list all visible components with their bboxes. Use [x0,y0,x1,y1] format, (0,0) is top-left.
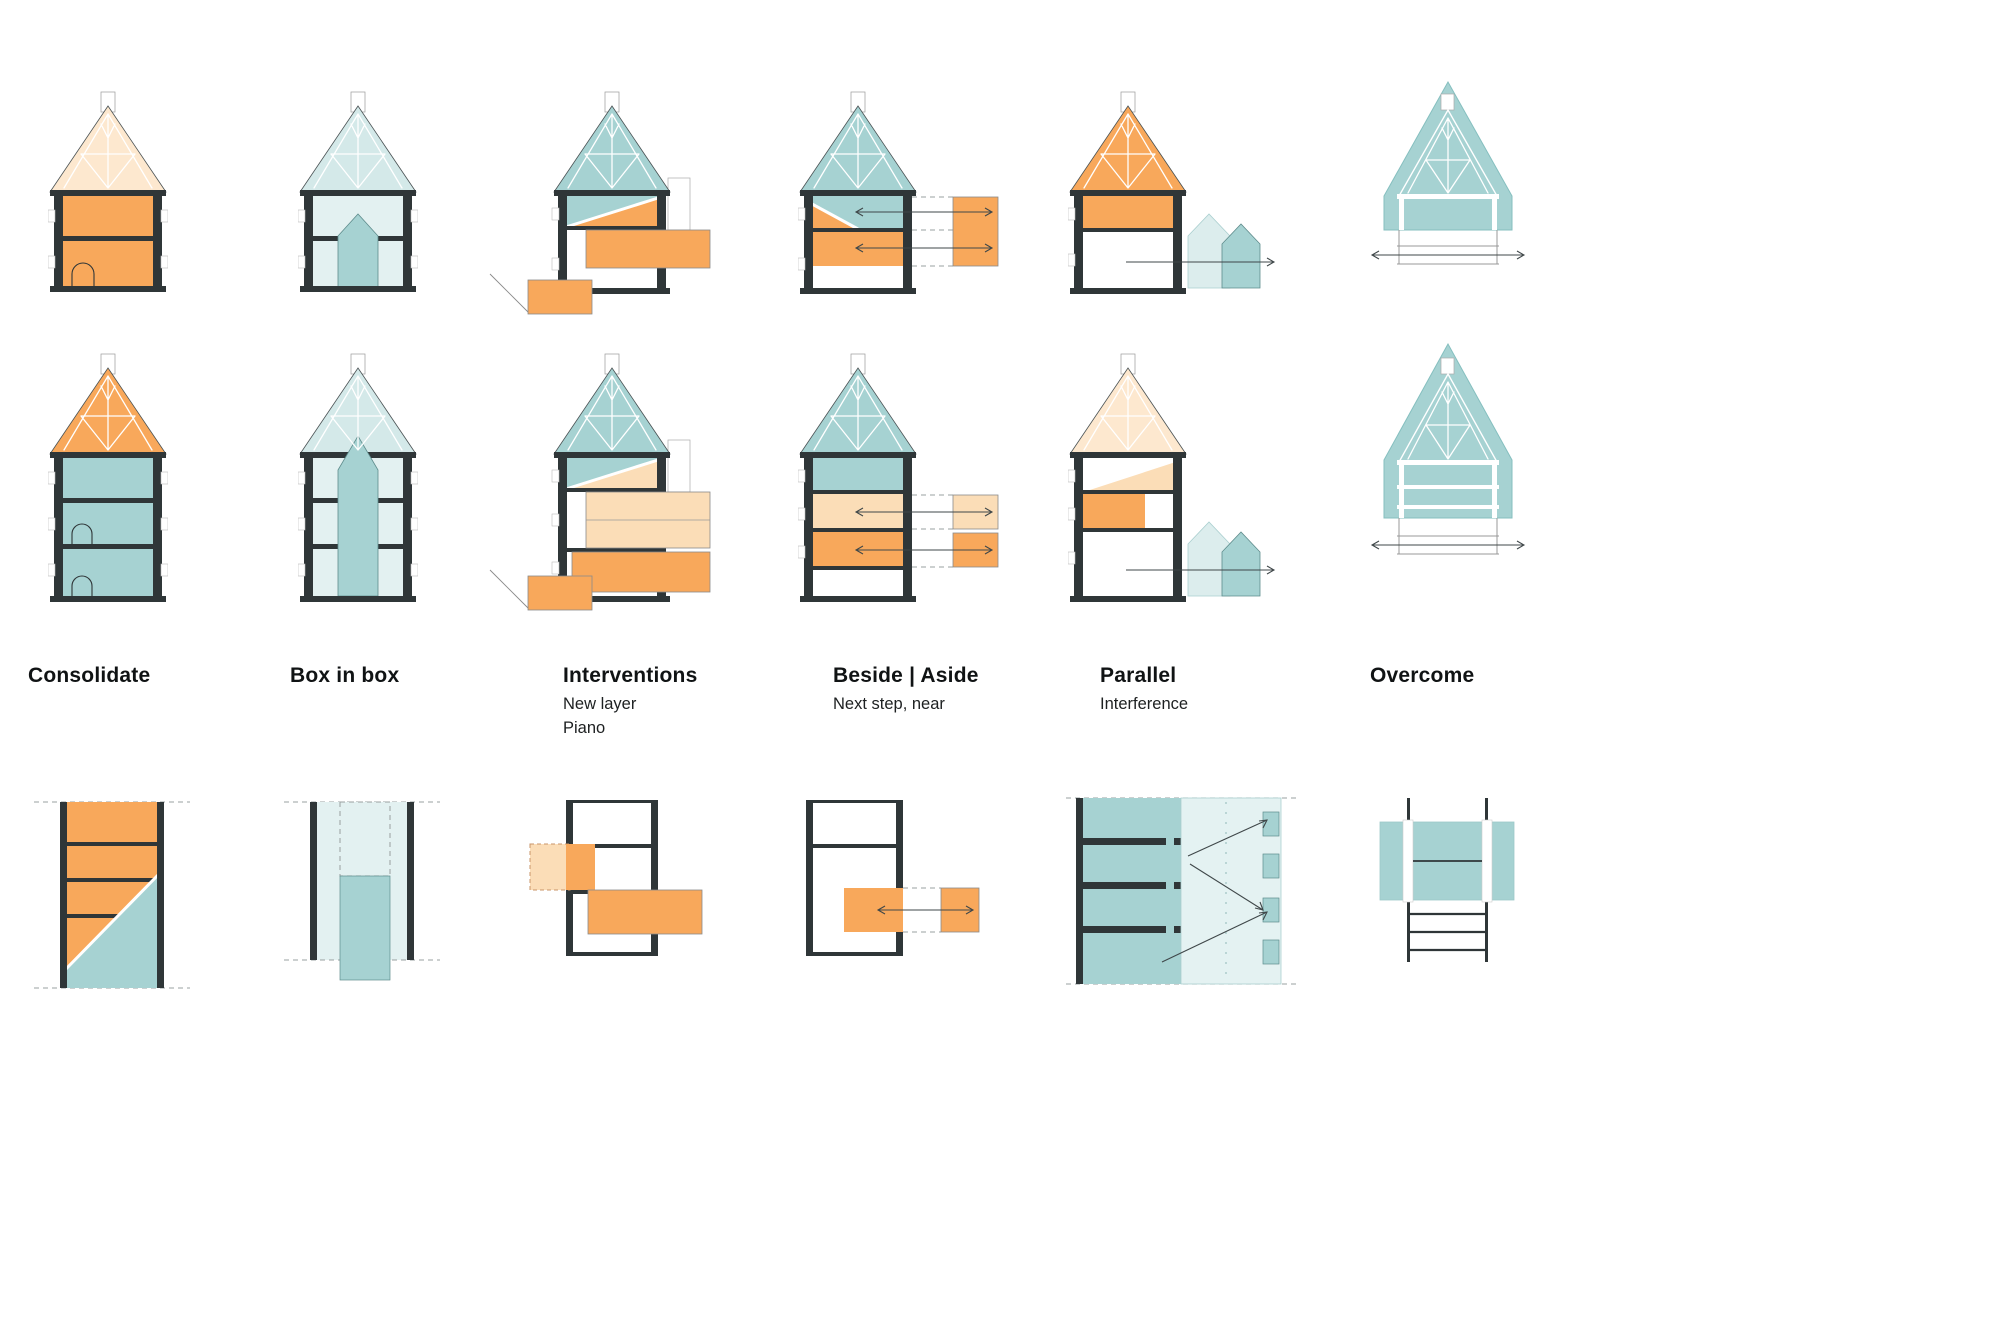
truss-icon [1407,381,1489,460]
leader-line [489,569,529,609]
double-arrow-icon [876,905,975,915]
double-arrow-icon [1370,540,1526,550]
beside-aside-plan [806,800,980,956]
parallel-cell [1262,853,1280,879]
new-layer-volume [585,229,711,269]
beside-aside-section-lower [798,353,999,602]
plan-wall [1076,798,1083,984]
truss-icon [813,375,903,451]
interventions-section-upper [489,91,711,315]
roof-extension-outline [667,177,691,231]
plan-wall [310,802,317,960]
extension-volume [587,889,703,935]
label-interventions: Interventions New layer Piano [563,664,697,743]
basement-volume [527,575,593,611]
double-arrow-icon [854,507,994,555]
lower-floors-outline [1397,230,1499,265]
plan-wall [60,802,67,988]
consolidate-plan [34,801,190,989]
chimney-icon [1440,93,1455,111]
truss-icon [1407,117,1489,194]
strategy-title: Consolidate [28,664,151,687]
strategy-title: Box in box [290,664,400,687]
intervention-dashed-volume [529,843,571,891]
roof-extension-outline [667,439,691,493]
consolidate-section-lower [48,353,168,602]
parallel-section-upper [1068,91,1276,294]
truss-icon [567,375,657,451]
parallel-section-lower [1068,353,1276,602]
new-layer-volume [571,551,711,593]
plan-wall [157,802,164,988]
overcome-section-lower [1370,342,1526,555]
plan-wall [651,800,658,956]
truss-icon [1083,113,1173,189]
arch-door-icon [71,575,93,596]
arch-door-icon [71,262,95,286]
strategy-subtitle: Piano [563,719,606,737]
strategy-title: Beside | Aside [833,664,979,687]
box-in-box-section-lower [298,353,418,602]
new-structure-fill [67,876,157,988]
truss-icon [567,113,657,189]
arch-door-icon [71,523,93,544]
label-overcome: Overcome [1370,664,1474,695]
strategy-title: Parallel [1100,664,1177,687]
intervention-overlap [566,844,595,890]
truss-icon [313,113,403,189]
box-in-box-plan [284,801,440,981]
truss-icon [813,113,903,189]
lower-floors-outline [1397,518,1499,555]
interference-room [1083,494,1145,528]
strategy-subtitle: Next step, near [833,695,945,713]
plan-wall [806,800,813,956]
label-consolidate: Consolidate [28,664,150,695]
consolidate-section-upper [48,91,168,292]
interventions-section-lower [489,353,711,611]
double-arrow-icon [854,207,994,253]
arrow-right-icon [1126,565,1276,575]
strategy-subtitle: New layer [563,695,637,713]
inner-box-volume [339,875,391,981]
truss-icon [1083,375,1173,451]
label-box-in-box: Box in box [290,664,399,695]
moved-volume [952,196,999,267]
strategy-title: Overcome [1370,664,1475,687]
truss-icon [63,113,153,189]
leader-line [489,273,529,313]
strategy-subtitle: Interference [1100,695,1189,713]
parallel-cell [1262,811,1280,837]
parallel-house [1221,223,1261,289]
parallel-cell [1262,939,1280,965]
body-fill [63,458,153,596]
arrow-right-icon [1126,257,1276,267]
truss-icon [63,375,153,451]
label-beside-aside: Beside | Aside Next step, near [833,664,979,719]
basement-volume [527,279,593,315]
existing-plan-fill [1083,798,1181,984]
plan-wall [896,800,903,956]
box-in-box-section-upper [298,91,418,292]
strategy-title: Interventions [563,664,698,687]
plan-wall [407,802,414,960]
chimney-icon [1440,357,1455,375]
double-arrow-icon [1370,250,1526,260]
beside-aside-section-upper [798,91,999,294]
parallel-plan [1066,797,1298,985]
body-fill [63,196,153,288]
interventions-plan [529,800,703,956]
inner-box-volume [337,435,379,597]
overcome-plan [1379,798,1515,962]
overcome-section-upper [1370,80,1526,265]
truss-icon [313,375,403,451]
label-parallel: Parallel Interference [1100,664,1188,719]
parallel-house [1221,531,1261,597]
parallel-cell [1262,897,1280,923]
interference-arrows [1161,819,1268,963]
